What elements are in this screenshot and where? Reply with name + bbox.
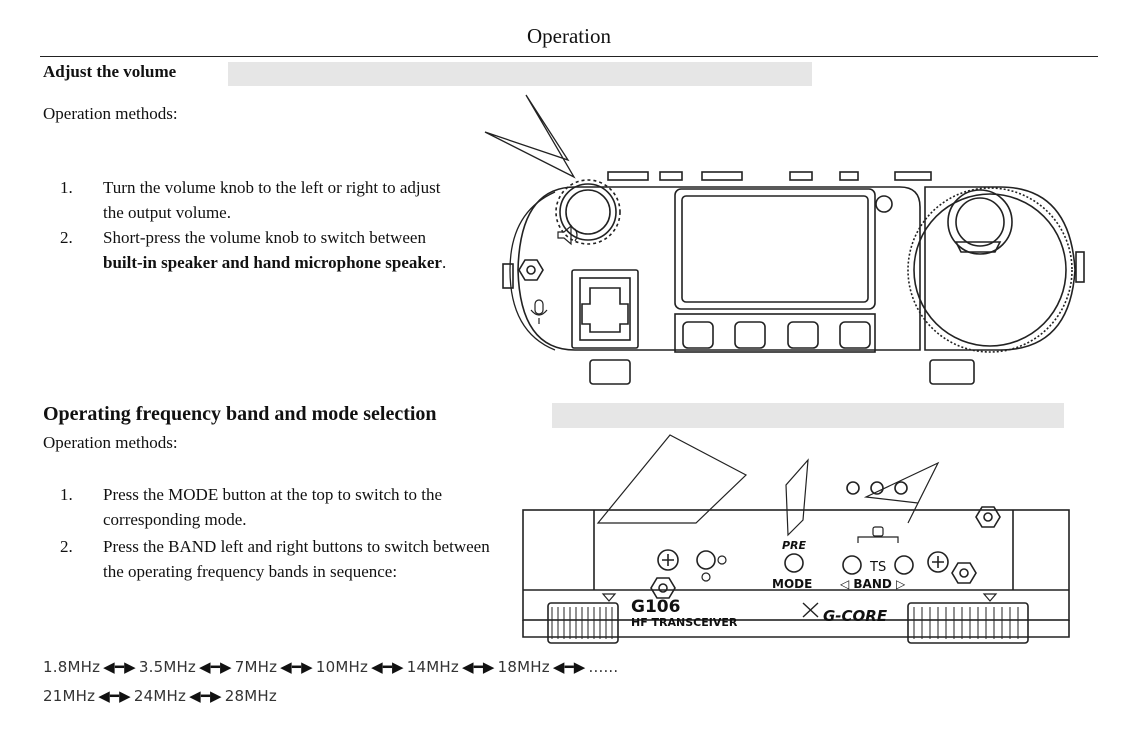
double-arrow-icon: ◀━▶	[461, 658, 495, 676]
step-text: Short-press the volume knob to switch be…	[103, 228, 446, 272]
section-heading-bar	[228, 62, 812, 86]
double-arrow-icon: ◀━▶	[98, 687, 131, 705]
frequency-sequence-line-1: 1.8MHz◀━▶3.5MHz◀━▶7MHz◀━▶10MHz◀━▶14MHz◀━…	[43, 658, 618, 676]
frequency-band: 24MHz	[133, 687, 187, 705]
mode-label: MODE	[772, 577, 812, 591]
step-text: Press the BAND left and right buttons to…	[103, 537, 490, 581]
frequency-band: 7MHz	[234, 658, 278, 676]
step-number: 1.	[60, 485, 73, 504]
page-title: Operation	[527, 24, 611, 48]
double-arrow-icon: ◀━▶	[371, 658, 404, 676]
double-arrow-icon: ◀━▶	[280, 658, 313, 676]
step-number: 2.	[60, 537, 73, 556]
frequency-band: 14MHz	[406, 658, 459, 676]
double-arrow-icon: ◀━▶	[552, 658, 586, 676]
step-text-part: .	[441, 253, 447, 272]
header-divider	[40, 56, 1098, 57]
top-panel-illustration: PRE MODE TS ◁ BAND ▷ G106 HF TRANSCEIVER…	[522, 434, 1070, 644]
frequency-band: 3.5MHz	[138, 658, 197, 676]
list-item: 1. Press the MODE button at the top to s…	[43, 482, 493, 532]
model-label: G106	[631, 597, 680, 617]
step-number: 1.	[60, 178, 73, 197]
methods-label: Operation methods:	[43, 433, 178, 452]
list-item: 1. Turn the volume knob to the left or r…	[43, 175, 453, 225]
step-text: Press the MODE button at the top to swit…	[103, 485, 443, 529]
list-item: 2. Short-press the volume knob to switch…	[43, 225, 453, 275]
list-item: 2. Press the BAND left and right buttons…	[43, 534, 493, 584]
frequency-band: 1.8MHz	[43, 658, 101, 676]
band-label: ◁ BAND ▷	[839, 577, 906, 591]
methods-label: Operation methods:	[43, 104, 178, 123]
subtitle-label: HF TRANSCEIVER	[631, 616, 738, 629]
frequency-band: 18MHz	[497, 658, 550, 676]
frequency-band: 28MHz	[224, 687, 277, 705]
step-text: Turn the volume knob to the left or righ…	[103, 178, 441, 222]
front-panel-illustration	[484, 94, 1085, 385]
step-number: 2.	[60, 228, 73, 247]
frequency-band: 10MHz	[315, 658, 369, 676]
brand-logo: G-CORE	[823, 607, 888, 625]
band-steps-list: 1. Press the MODE button at the top to s…	[43, 482, 493, 584]
frequency-sequence-line-2: 21MHz◀━▶24MHz◀━▶28MHz	[43, 687, 277, 705]
ts-label: TS	[869, 560, 886, 575]
double-arrow-icon: ◀━▶	[103, 658, 136, 676]
frequency-band: 21MHz	[43, 687, 96, 705]
section-heading-volume: Adjust the volume	[43, 62, 177, 81]
section-heading-bar	[552, 403, 1064, 428]
double-arrow-icon: ◀━▶	[189, 687, 222, 705]
volume-steps-list: 1. Turn the volume knob to the left or r…	[43, 175, 453, 275]
step-text-part: Short-press the volume knob to switch be…	[103, 228, 426, 247]
step-text-bold: built-in speaker and hand microphone spe…	[103, 253, 442, 272]
pre-label: PRE	[782, 539, 807, 552]
frequency-ellipsis: ......	[588, 658, 619, 676]
section-heading-band-mode: Operating frequency band and mode select…	[43, 403, 437, 425]
double-arrow-icon: ◀━▶	[199, 658, 232, 676]
